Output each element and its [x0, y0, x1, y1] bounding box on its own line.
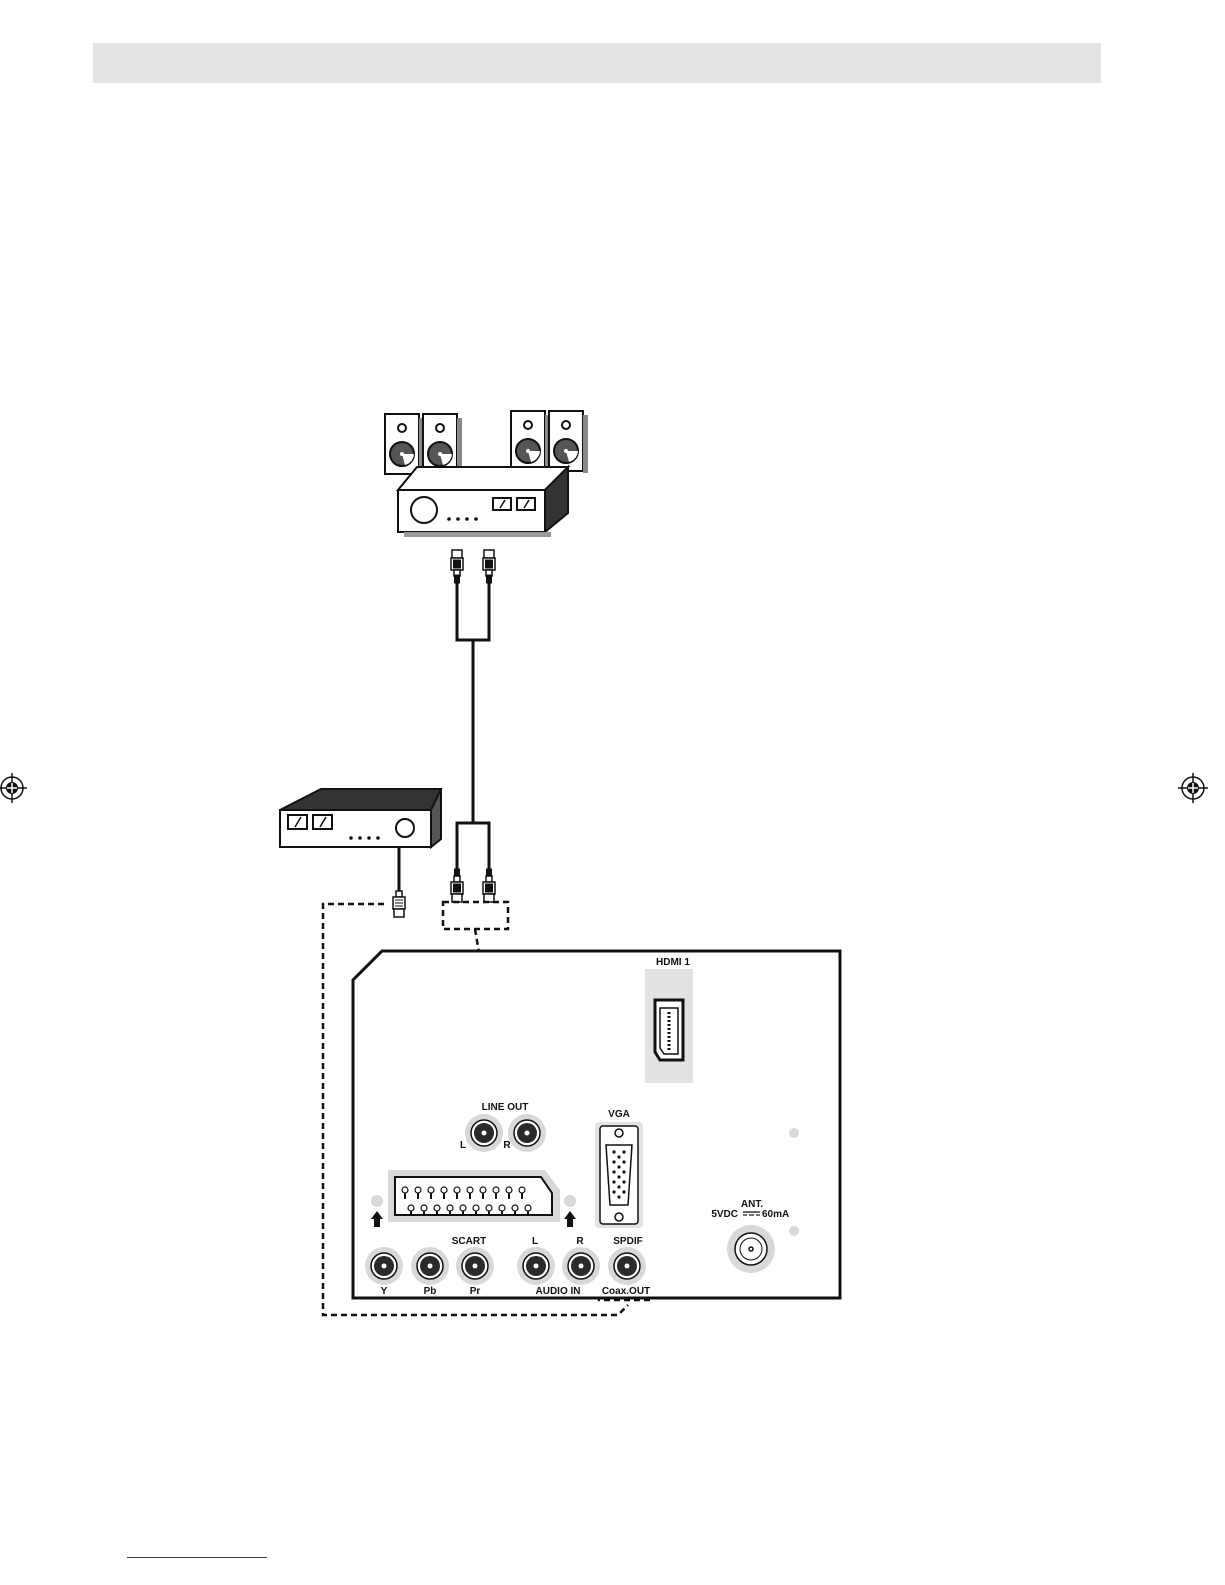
footer-link-line — [127, 1557, 267, 1558]
vga-label: VGA — [608, 1109, 630, 1120]
antenna-port[interactable] — [727, 1225, 775, 1273]
line-out-r-label: R — [503, 1140, 511, 1151]
spdif-coax-jack[interactable] — [608, 1247, 646, 1285]
speaker-icon — [549, 411, 588, 473]
receiver-icon — [280, 789, 441, 847]
indicator-dot — [564, 1195, 576, 1207]
audio-in-l-jack[interactable] — [517, 1247, 555, 1285]
indicator-dot — [789, 1128, 799, 1138]
line-out-r-jack[interactable] — [508, 1114, 546, 1152]
indicator-dot — [789, 1226, 799, 1236]
power-current-label: 60mA — [762, 1209, 789, 1220]
power-voltage-label: 5VDC — [711, 1209, 738, 1220]
scart-port[interactable] — [388, 1170, 560, 1222]
ant-label: ANT. — [741, 1199, 763, 1210]
y-jack[interactable] — [365, 1247, 403, 1285]
rca-plug-icon — [451, 870, 463, 902]
hdmi-label: HDMI 1 — [656, 957, 690, 968]
line-out-l-label: L — [460, 1140, 466, 1151]
rca-plug-icon — [483, 550, 495, 582]
rca-plug-icon — [451, 550, 463, 582]
scart-label: SCART — [452, 1236, 486, 1247]
audio-in-l-label: L — [532, 1236, 538, 1247]
speaker-icon — [511, 411, 550, 473]
line-out-l-jack[interactable] — [465, 1114, 503, 1152]
rca-plug-icon — [393, 885, 405, 917]
audio-in-label: AUDIO IN — [536, 1286, 581, 1297]
coax-out-label: Coax.OUT — [602, 1286, 650, 1297]
amp-rca-cable — [451, 550, 495, 902]
pr-label: Pr — [470, 1286, 481, 1297]
amplifier-icon — [398, 467, 568, 537]
spdif-label: SPDIF — [613, 1236, 642, 1247]
line-out-label: LINE OUT — [482, 1102, 529, 1113]
audio-in-r-label: R — [576, 1236, 584, 1247]
pb-label: Pb — [424, 1286, 437, 1297]
rca-plug-icon — [483, 870, 495, 902]
pr-jack[interactable] — [456, 1247, 494, 1285]
vga-port[interactable] — [595, 1122, 643, 1228]
hdmi-port[interactable] — [645, 969, 693, 1083]
audio-in-r-jack[interactable] — [562, 1247, 600, 1285]
registration-mark-left-icon — [0, 773, 27, 803]
y-label: Y — [381, 1286, 388, 1297]
registration-mark-right-icon — [1178, 773, 1208, 803]
indicator-dot — [371, 1195, 383, 1207]
pb-jack[interactable] — [411, 1247, 449, 1285]
